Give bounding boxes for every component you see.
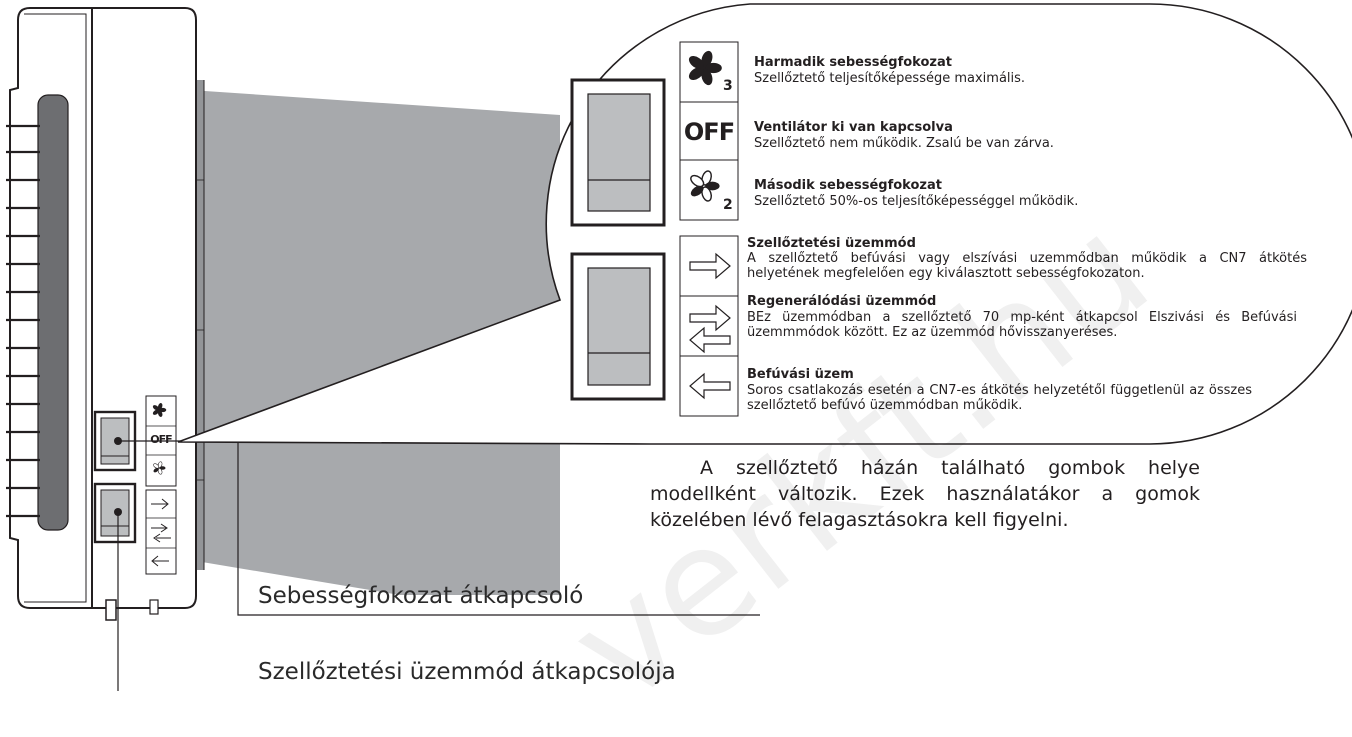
legend-text-supply: Soros csatlakozás esetén a CN7-es átköté…	[747, 383, 1252, 413]
legend-heading-speed3: Harmadik sebességfokozat	[754, 55, 952, 70]
front-panel	[6, 7, 93, 609]
legend-text-regeneration: BEz üzemmódban a szellőztető 70 mp-ként …	[747, 310, 1297, 340]
arrow-right-icon	[689, 252, 731, 280]
panel-grille-slats	[6, 124, 40, 518]
big-speed-switch	[570, 78, 666, 227]
arrow-bidirectional-icon	[689, 304, 731, 354]
device-indicator-column	[145, 395, 177, 575]
arrow-left-icon	[689, 372, 731, 400]
fan-speed-3-subscript: 3	[723, 78, 733, 94]
diagram-drawing	[6, 3, 1352, 691]
legend-text-speed3: Szellőztető teljesítőképessége maximális…	[754, 71, 1026, 86]
speed-switch-caption: Sebességfokozat átkapcsoló	[258, 583, 584, 609]
legend-heading-supply: Befúvási üzem	[747, 367, 854, 382]
device-mode-switch	[93, 482, 137, 544]
legend-heading-off: Ventilátor ki van kapcsolva	[754, 120, 953, 135]
callout-lines	[117, 440, 760, 691]
fan-speed-2-subscript: 2	[723, 197, 733, 213]
mode-switch-caption: Szellőztetési üzemmód átkapcsolója	[258, 659, 676, 685]
device-off-label: OFF	[150, 433, 172, 446]
off-label-icon: OFF	[683, 118, 735, 146]
legend-text-speed2: Szellőztető 50%-os teljesítőképességgel …	[754, 194, 1079, 209]
legend-heading-speed2: Második sebességfokozat	[754, 178, 942, 193]
legend-text-off: Szellőztető nem működik. Zsalú be van zá…	[754, 136, 1054, 151]
big-mode-switch	[570, 252, 666, 401]
mounting-note: A szellőztető házán található gombok hel…	[650, 457, 1200, 531]
legend-heading-ventilation: Szellőztetési üzemmód	[747, 236, 916, 251]
diagram: 3 2 OFF OFF Harmadik sebességfokozat Sze…	[6, 3, 1352, 737]
legend-text-ventilation: A szellőztető befúvási vagy elszívási uz…	[747, 251, 1307, 281]
legend-heading-regeneration: Regenerálódási üzemmód	[747, 294, 937, 309]
